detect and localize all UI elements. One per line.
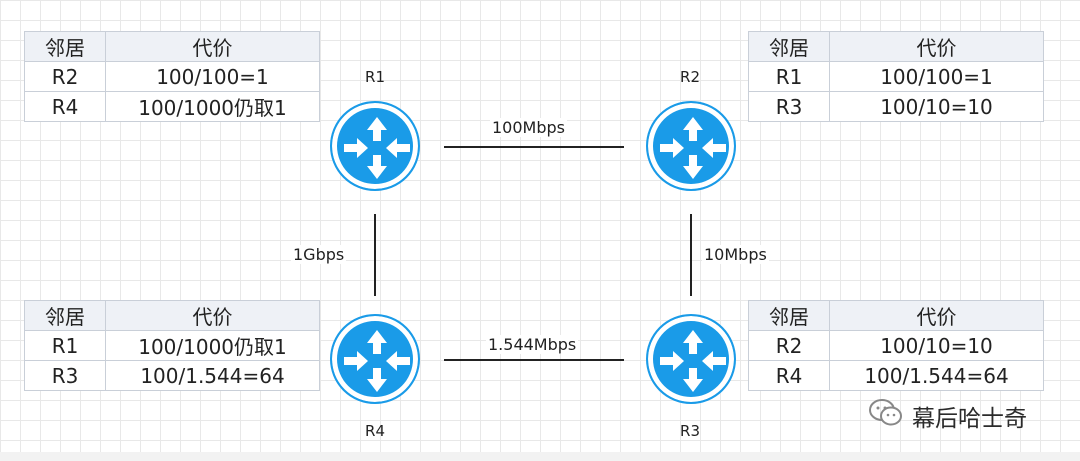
router-label-r3: R3 [680,422,700,440]
link-label-r1-r2: 100Mbps [490,118,567,137]
table-row: R1 100/1000仍取1 [24,330,320,361]
router-r1 [330,101,420,191]
router-label-r1: R1 [365,68,385,86]
cost-cell: 100/1000仍取1 [105,91,320,122]
header-neighbor: 邻居 [24,31,106,62]
router-arrows-icon [344,117,410,179]
neighbor-cell: R2 [24,61,106,92]
neighbor-cell: R4 [24,91,106,122]
wechat-icon [868,398,904,434]
neighbor-cell: R1 [24,330,106,361]
link-r2-r3 [690,214,692,296]
link-label-r1-r4: 1Gbps [291,245,347,264]
neighbor-cell: R3 [24,360,106,391]
cost-table-r1: 邻居 代价 R2 100/100=1 R4 100/1000仍取1 [24,31,320,122]
neighbor-cell: R1 [748,61,830,92]
table-row: R2 100/10=10 [748,330,1044,361]
cost-cell: 100/10=10 [829,91,1044,122]
header-neighbor: 邻居 [24,300,106,331]
router-label-r2: R2 [680,68,700,86]
neighbor-cell: R2 [748,330,830,361]
router-r4 [330,314,420,404]
link-label-r4-r3: 1.544Mbps [486,335,579,354]
header-neighbor: 邻居 [748,300,830,331]
router-arrows-icon [660,330,726,392]
router-r2 [646,101,736,191]
table-row: R4 100/1.544=64 [748,360,1044,391]
bottom-strip [0,452,1080,461]
link-r1-r4 [374,214,376,296]
header-cost: 代价 [829,300,1044,331]
router-arrows-icon [660,117,726,179]
cost-cell: 100/100=1 [829,61,1044,92]
neighbor-cell: R4 [748,360,830,391]
table-row: R3 100/10=10 [748,91,1044,122]
header-neighbor: 邻居 [748,31,830,62]
cost-cell: 100/1.544=64 [105,360,320,391]
neighbor-cell: R3 [748,91,830,122]
table-row: R4 100/1000仍取1 [24,91,320,122]
router-label-r4: R4 [365,422,385,440]
header-cost: 代价 [105,31,320,62]
table-row: R3 100/1.544=64 [24,360,320,391]
watermark-text: 幕后哈士奇 [912,406,1027,432]
cost-cell: 100/10=10 [829,330,1044,361]
header-cost: 代价 [829,31,1044,62]
header-cost: 代价 [105,300,320,331]
link-r4-r3 [444,359,624,361]
table-row: R1 100/100=1 [748,61,1044,92]
cost-cell: 100/1.544=64 [829,360,1044,391]
cost-table-r4: 邻居 代价 R1 100/1000仍取1 R3 100/1.544=64 [24,300,320,391]
router-r3 [646,314,736,404]
cost-cell: 100/1000仍取1 [105,330,320,361]
table-row: R2 100/100=1 [24,61,320,92]
cost-table-r3: 邻居 代价 R2 100/10=10 R4 100/1.544=64 [748,300,1044,391]
cost-cell: 100/100=1 [105,61,320,92]
cost-table-r2: 邻居 代价 R1 100/100=1 R3 100/10=10 [748,31,1044,122]
router-arrows-icon [344,330,410,392]
link-r1-r2 [444,146,624,148]
watermark: 幕后哈士奇 [868,398,1027,434]
link-label-r2-r3: 10Mbps [702,245,769,264]
